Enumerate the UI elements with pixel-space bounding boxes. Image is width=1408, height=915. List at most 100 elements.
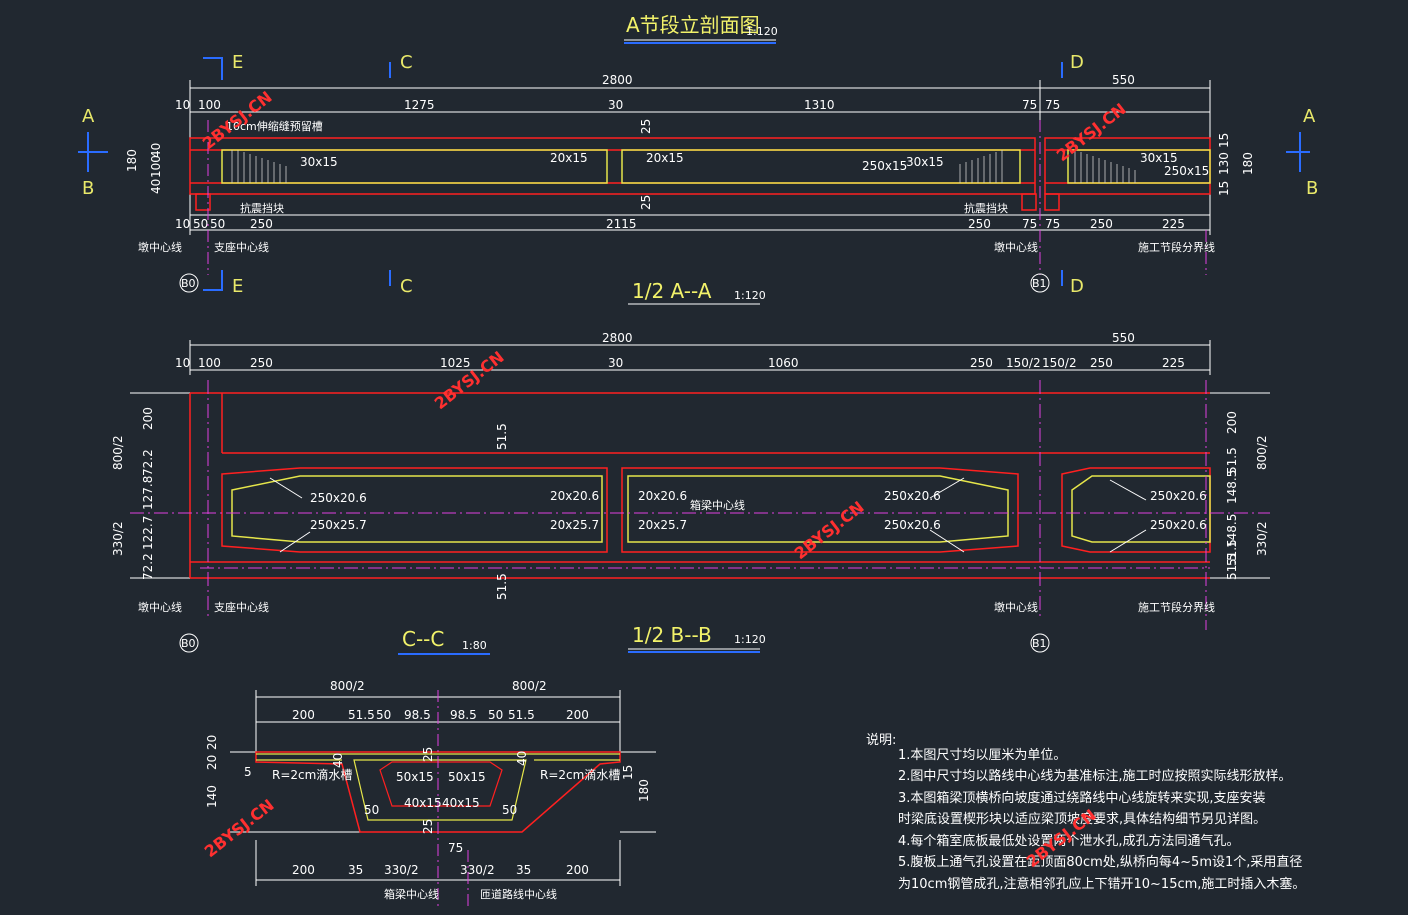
elev-bdim-250b: 250 xyxy=(968,217,991,231)
marker-a-right: A xyxy=(1303,106,1316,127)
plan-rdim-515a: 51.5 xyxy=(1225,447,1239,474)
plan-dim-30: 30 xyxy=(608,356,623,370)
csec-bdim-330a: 330/2 xyxy=(384,863,419,877)
elev-label-250x15a: 250x15 xyxy=(862,159,907,173)
plan-label-250x206a: 250x20.6 xyxy=(310,491,367,505)
plan-dim-150a: 150/2 xyxy=(1006,356,1041,370)
plan-label-250x257: 250x25.7 xyxy=(310,518,367,532)
elev-dim-75b: 75 xyxy=(1045,98,1060,112)
csec-label-40b: 40 xyxy=(515,751,529,766)
notes-item-3b: 时梁底设置楔形块以适应梁顶坡度要求,具体结构细节另见详图。 xyxy=(898,811,1266,827)
csec-dim-200b: 200 xyxy=(566,708,589,722)
elev-label-block-left: 抗震挡块 xyxy=(240,201,284,215)
elev-dim-1310: 1310 xyxy=(804,98,835,112)
elev-label-20x15b: 20x15 xyxy=(646,151,684,165)
csec-bdim-35a: 35 xyxy=(348,863,363,877)
plan-label-pier-left: 墩中心线 xyxy=(138,600,182,614)
plan-label-250x206e: 250x20.6 xyxy=(1150,518,1207,532)
elev-label-groove: 10cm伸缩缝预留槽 xyxy=(226,119,323,133)
plan-dim-right: 550 xyxy=(1112,331,1135,345)
elev-bdim-250c: 250 xyxy=(1090,217,1113,231)
csec-label-50a: 50 xyxy=(364,803,379,817)
watermark-2: 2BYSJ.CN xyxy=(1053,99,1130,165)
plan-dim-10: 10 xyxy=(175,356,190,370)
plan-rdim-1485b: 148.5 xyxy=(1225,514,1239,548)
plan-ldim-800: 800/2 xyxy=(111,435,125,470)
csec-label-25a: 25 xyxy=(421,747,435,762)
elev-label-20x15a: 20x15 xyxy=(550,151,588,165)
plan-dim-100: 100 xyxy=(198,356,221,370)
elev-label-30x15b: 30x15 xyxy=(906,155,944,169)
elev-ldim-40b: 40 xyxy=(149,179,163,194)
plan-dim-250b: 250 xyxy=(970,356,993,370)
title-half-a-text: 1/2 A--A xyxy=(632,279,712,303)
title-section-c: C--C 1:80 xyxy=(398,627,490,655)
plan-rdim-330: 330/2 xyxy=(1255,521,1269,556)
csec-label-50b: 50 xyxy=(502,803,517,817)
elev-dim-30: 30 xyxy=(608,98,623,112)
marker-c-bot: C xyxy=(400,276,413,297)
plan-label-20x206a: 20x20.6 xyxy=(550,489,599,503)
csec-dim-985b: 98.5 xyxy=(450,708,477,722)
plan-rdim-515b: 51.5 xyxy=(1225,539,1239,566)
elev-ldim-100: 100 xyxy=(149,155,163,178)
csec-bdim-200a: 200 xyxy=(292,863,315,877)
elev-label-250x15b: 250x15 xyxy=(1164,164,1209,178)
elev-dim-right: 550 xyxy=(1112,73,1135,87)
notes-item-5b: 为10cm钢管成孔,注意相邻孔应上下错开10~15cm,施工时插入木塞。 xyxy=(898,876,1305,892)
elev-ldim-180: 180 xyxy=(125,149,139,172)
plan-label-515-top: 51.5 xyxy=(495,423,509,450)
elev-label-pier-left: 墩中心线 xyxy=(138,240,182,254)
csec-label-50x15a: 50x15 xyxy=(396,770,434,784)
elev-ldim-40a: 40 xyxy=(149,143,163,158)
elev-label-30x15a: 30x15 xyxy=(300,155,338,169)
csec-label-drip-right: R=2cm滴水槽 xyxy=(540,767,620,782)
plan-axis-b0: B0 xyxy=(181,637,196,650)
plan-view: 2800 550 10 100 250 1025 30 1060 250 150… xyxy=(111,331,1270,653)
title-half-b-scale: 1:120 xyxy=(734,633,766,646)
elev-rdim-180: 180 xyxy=(1241,152,1255,175)
plan-dim-1060: 1060 xyxy=(768,356,799,370)
elev-bdim-250a: 250 xyxy=(250,217,273,231)
csec-label-40x15b: 40x15 xyxy=(442,796,480,810)
title-half-b-text: 1/2 B--B xyxy=(632,623,712,647)
csec-label-180: 180 xyxy=(637,779,651,802)
plan-dim-250a: 250 xyxy=(250,356,273,370)
plan-label-20x257b: 20x25.7 xyxy=(638,518,687,532)
notes-item-1: 1.本图尺寸均以厘米为单位。 xyxy=(898,748,1066,763)
csec-dim-800a: 800/2 xyxy=(330,679,365,693)
title-section-c-text: C--C xyxy=(402,627,444,651)
title-elevation: A节段立剖面图 1:120 xyxy=(624,13,778,44)
plan-label-250x206b: 250x20.6 xyxy=(884,489,941,503)
elev-bdim-50b: 50 xyxy=(210,217,225,231)
marker-b-right: B xyxy=(1306,178,1318,199)
plan-dim-225: 225 xyxy=(1162,356,1185,370)
plan-axis-b1: B1 xyxy=(1032,637,1047,650)
plan-label-250x206c: 250x20.6 xyxy=(884,518,941,532)
elev-axis-b1: B1 xyxy=(1032,277,1047,290)
elev-bdim-225: 225 xyxy=(1162,217,1185,231)
csec-ldim-5: 5 xyxy=(244,765,252,779)
plan-ldim-72a: 72.2 xyxy=(141,449,155,476)
csec-bdim-200b: 200 xyxy=(566,863,589,877)
csec-dim-515a: 51.5 xyxy=(348,708,375,722)
csec-label-drip-left: R=2cm滴水槽 xyxy=(272,767,352,782)
elev-dim-75a: 75 xyxy=(1022,98,1037,112)
elev-dim-1275: 1275 xyxy=(404,98,435,112)
plan-label-250x206d: 250x20.6 xyxy=(1150,489,1207,503)
csec-label-75: 75 xyxy=(448,841,463,855)
notes-item-4: 4.每个箱室底板最低处设置两个泄水孔,成孔方法同通气孔。 xyxy=(898,833,1240,849)
elev-dim-10: 10 xyxy=(175,98,190,112)
plan-ldim-200: 200 xyxy=(141,407,155,430)
marker-b-left: B xyxy=(82,178,94,199)
plan-label-515-bot: 51.5 xyxy=(495,573,509,600)
elev-rdim-15a: 15 xyxy=(1217,133,1231,148)
notes-item-2: 2.图中尺寸均以路线中心线为基准标注,施工时应按照实际线形放样。 xyxy=(898,768,1292,784)
notes-block: 说明: 1.本图尺寸均以厘米为单位。 2.图中尺寸均以路线中心线为基准标注,施工… xyxy=(866,733,1305,892)
csec-ldim-140: 140 xyxy=(205,785,219,808)
plan-dim-150b: 150/2 xyxy=(1042,356,1077,370)
marker-d-bot: D xyxy=(1070,276,1084,297)
cross-section: 800/2 800/2 200 51.5 50 98.5 98.5 50 51.… xyxy=(205,679,656,910)
elev-label-seg-right: 施工节段分界线 xyxy=(1138,240,1215,254)
